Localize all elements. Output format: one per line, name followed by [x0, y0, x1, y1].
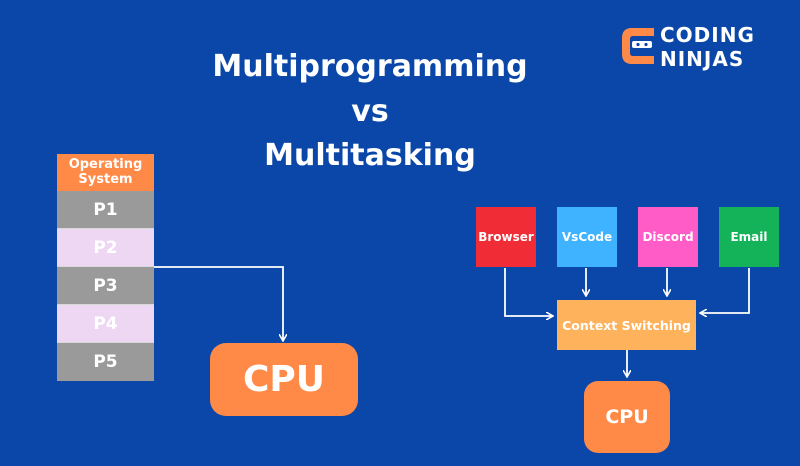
title-line-2: vs — [351, 94, 389, 129]
ninja-logo-icon — [622, 28, 654, 64]
process-block-p1: P1 — [57, 191, 154, 229]
process-block-p5: P5 — [57, 343, 154, 381]
multitasking-cpu: CPU — [584, 381, 670, 453]
logo-text-line-1: CODING — [660, 23, 755, 47]
arrow-p3-to-cpu — [154, 266, 283, 340]
arrow-email-to-context — [701, 268, 750, 313]
arrow-browser-to-context — [504, 268, 552, 316]
title-line-1: Multiprogramming — [212, 49, 528, 84]
process-block-p3: P3 — [57, 267, 154, 305]
logo-text-line-2: NINJAS — [660, 47, 745, 71]
os-label-line-1: Operating — [68, 156, 143, 172]
context-switching-box: Context Switching — [557, 300, 696, 350]
operating-system-block: Operating System — [57, 154, 154, 191]
process-block-p2: P2 — [57, 229, 154, 267]
os-label-line-2: System — [78, 171, 133, 187]
title-line-3: Multitasking — [264, 138, 476, 173]
coding-ninjas-logo: CODING NINJAS — [620, 22, 780, 72]
app-browser: Browser — [476, 207, 536, 267]
multiprogramming-cpu: CPU — [210, 343, 358, 416]
app-email: Email — [719, 207, 779, 267]
memory-stack: Operating System P1 P2 P3 P4 P5 — [57, 154, 154, 381]
app-discord: Discord — [638, 207, 698, 267]
app-vscode: VsCode — [557, 207, 617, 267]
process-block-p4: P4 — [57, 305, 154, 343]
